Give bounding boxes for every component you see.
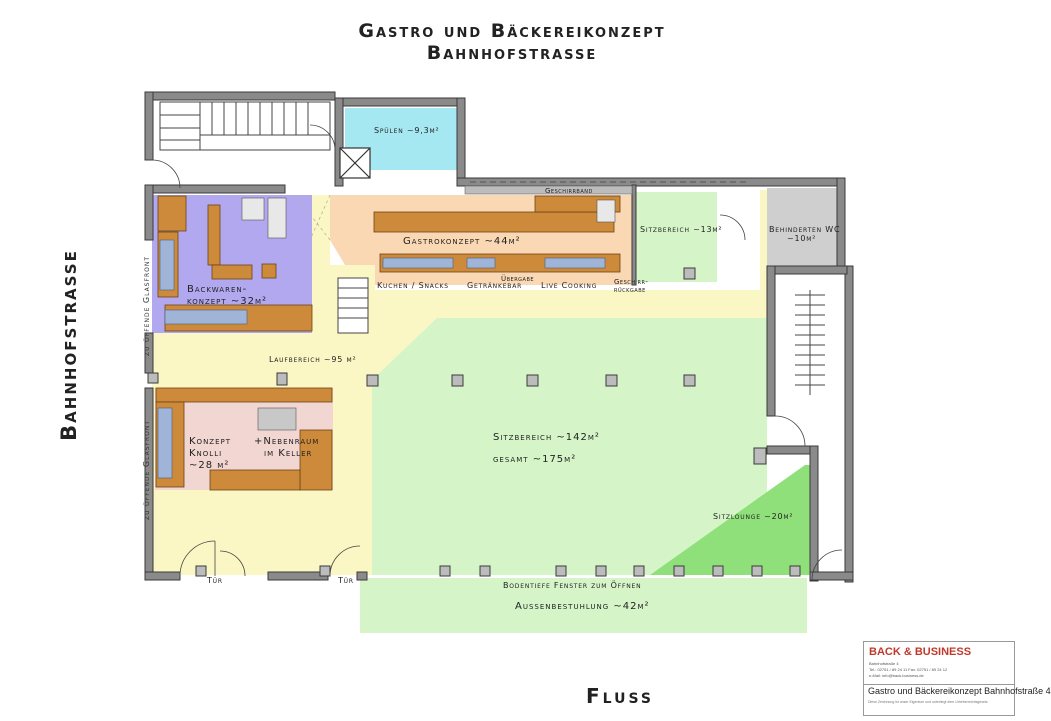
title-block-plan-name: Gastro und Bäckereikonzept Bahnhofstraße… (868, 686, 1051, 696)
stairs-right (795, 290, 825, 395)
windows-label: Bodentiefe Fenster zum Öffnen (503, 581, 642, 590)
seating-area-main (372, 318, 767, 575)
room-label-knolli-line1: Konzept (189, 436, 232, 447)
room-label-bakery-line2: konzept ~32m² (187, 296, 267, 307)
columns (147, 267, 801, 577)
plan-title-line2: Bahnhofstrasse (426, 42, 598, 64)
room-label-knolli-line3: ~28 m² (189, 460, 230, 471)
room-label-sitz-small: Sitzbereich ~13m² (640, 225, 723, 234)
company-address-line2: Tel.: 02751 / 89 24 11 Fax: 02751 / 89 2… (869, 667, 948, 672)
street-label-bottom: Fluss (586, 684, 654, 708)
room-label-bakery-line1: Backwaren- (187, 284, 248, 295)
counter-label-conveyor: Geschirrband (545, 187, 593, 195)
glass-front-upper-label: zu öffende Glasfront (142, 256, 151, 356)
wc-area (767, 188, 840, 266)
glass-front-lower-label: zu öffende Glasfront (142, 420, 151, 520)
seating-area-small (635, 192, 717, 282)
door-label-left: Tür (207, 576, 223, 585)
plan-title-line1: Gastro und Bäckereikonzept (358, 20, 666, 42)
counter-label-cakes: Kuchen / Snacks (377, 281, 449, 290)
door-swings (151, 124, 843, 581)
room-label-walkway: Laufbereich ~95 m² (269, 355, 357, 364)
walls (144, 91, 854, 583)
outdoor-seating-area (360, 578, 807, 633)
gastro-displays (382, 257, 606, 269)
counter-label-live-cooking: Live Cooking (541, 281, 598, 290)
room-label-basement-line1: +Nebenraum (254, 436, 320, 447)
room-label-wc-line2: ~10m² (787, 234, 817, 243)
knolli-displays (157, 407, 173, 479)
stairs-top-left (159, 101, 331, 151)
room-label-wc-line1: Behinderten WC (769, 225, 841, 234)
title-block: BACK & BUSINESS Bahnhofstraße 4 Tel.: 02… (863, 641, 1051, 716)
stairwell-right (780, 280, 838, 400)
company-address-line3: e-Mail: info@back-business.de (869, 673, 924, 678)
elevator (339, 147, 371, 179)
counter-label-drinks: Getränkebar (467, 281, 523, 290)
room-label-lounge: Sitzlounge ~20m² (713, 512, 794, 521)
door-label-right: Tür (338, 576, 354, 585)
stairs-middle (337, 277, 369, 334)
title-block-fine-print: Diese Zeichnung ist unser Eigentum und u… (868, 700, 989, 704)
room-label-basement-line2: im Keller (264, 448, 313, 459)
lounge-area (650, 465, 810, 575)
room-label-total: gesamt ~175m² (493, 454, 577, 465)
title-block-divider (864, 684, 1014, 685)
counter-label-handover: Übergabe (501, 275, 535, 283)
room-label-spuelen: Spülen ~9,3m² (374, 126, 440, 135)
counter-label-return-line2: rückgabe (614, 286, 646, 294)
room-label-seating-main: Sitzbereich ~142m² (493, 432, 600, 443)
street-label-left: Bahnhofstrasse (57, 249, 81, 441)
dish-conveyor (464, 185, 633, 195)
room-label-gastro: Gastrokonzept ~44m² (403, 236, 521, 247)
counter-label-return-line1: Geschirr- (614, 278, 649, 286)
company-address-line1: Bahnhofstraße 4 (869, 661, 899, 666)
room-label-knolli-line2: Knolli (189, 448, 223, 459)
bakery-displays (159, 239, 248, 325)
floor-plan (144, 91, 854, 633)
company-logo: BACK & BUSINESS (869, 646, 972, 658)
room-label-outdoor: Aussenbestuhlung ~42m² (515, 601, 650, 612)
dashed-lines (294, 194, 331, 241)
